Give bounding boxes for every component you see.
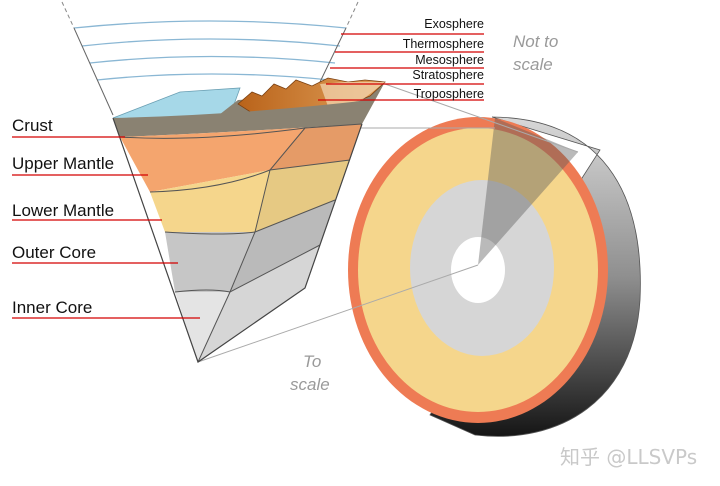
note-to-scale-2: scale [290,375,330,394]
earth-cone-cutaway [61,1,386,363]
cone-dashed-edge-right [345,1,359,29]
note-not-to-scale-1: Not to [513,32,558,51]
globe-inner-core [451,237,505,303]
label-troposphere: Troposphere [414,87,484,101]
cone-crust [113,100,370,137]
atmosphere-arcs [73,20,347,81]
label-crust: Crust [12,116,53,135]
cone-edge-right-top [319,27,347,83]
note-not-to-scale-2: scale [513,55,553,74]
scale-notes: Not to scale To scale [290,32,558,394]
cone-outer-core [165,200,335,292]
cone-right-face [198,124,362,362]
label-upper-mantle: Upper Mantle [12,154,114,173]
atmosphere-label-group: Exosphere Thermosphere Mesosphere Strato… [318,17,484,101]
watermark: 知乎 @LLSVPs [560,445,697,469]
cone-upper-mantle [120,124,362,192]
cone-dashed-edge-left [61,1,75,29]
label-inner-core: Inner Core [12,298,92,317]
label-thermosphere: Thermosphere [403,37,484,51]
label-exosphere: Exosphere [424,17,484,31]
globe-cross-section [348,116,641,437]
layer-label-group: Crust Upper Mantle Lower Mantle Outer Co… [12,116,200,319]
cone-outline [112,117,363,363]
cone-edge-left-top [73,27,114,116]
label-lower-mantle: Lower Mantle [12,201,114,220]
label-outer-core: Outer Core [12,243,96,262]
globe-wedge-highlight [478,118,578,265]
label-mesosphere: Mesosphere [415,53,484,67]
layer-boundaries [119,123,363,363]
note-to-scale-1: To [303,352,321,371]
label-stratosphere: Stratosphere [412,68,484,82]
